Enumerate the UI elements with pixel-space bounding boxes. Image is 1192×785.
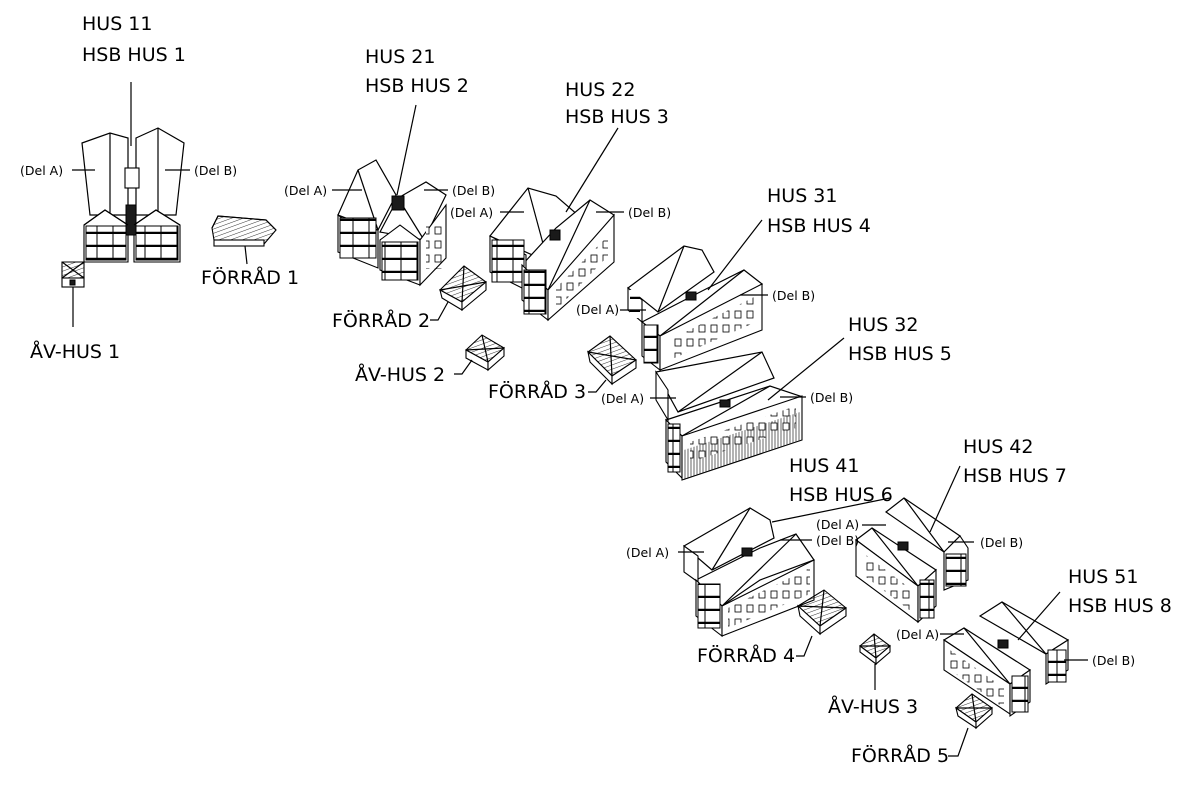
leader-forrad-3	[588, 379, 607, 393]
label-forrad-5: FÖRRÅD 5	[851, 744, 949, 767]
leader-hus-42	[929, 465, 961, 533]
building-av-hus-2	[465, 334, 505, 372]
label-hus-22-del-b: (Del B)	[628, 205, 671, 220]
building-forrad-5	[955, 693, 993, 730]
label-hus-32-line2: HSB HUS 5	[848, 343, 952, 365]
label-av-hus-1: ÅV-HUS 1	[30, 340, 120, 363]
label-hus-41-line1: HUS 41	[789, 455, 859, 477]
label-forrad-4: FÖRRÅD 4	[697, 644, 795, 667]
label-hus-32-line1: HUS 32	[848, 314, 918, 336]
label-hus-22-del-a: (Del A)	[450, 205, 493, 220]
building-hus-32	[655, 351, 803, 481]
label-forrad-3: FÖRRÅD 3	[488, 380, 586, 403]
label-av-hus-2: ÅV-HUS 2	[355, 363, 445, 386]
label-hus-42-del-b: (Del B)	[980, 535, 1023, 550]
building-av-hus-1	[61, 261, 85, 288]
label-hus-51-del-a: (Del A)	[896, 627, 939, 642]
building-forrad-3	[587, 335, 637, 386]
building-forrad-2	[439, 265, 487, 312]
label-hus-11-del-a: (Del A)	[20, 163, 63, 178]
label-forrad-1: FÖRRÅD 1	[201, 266, 299, 289]
building-hus-41	[682, 507, 815, 638]
label-hus-22-line2: HSB HUS 3	[565, 106, 669, 128]
leader-hus-22	[565, 127, 619, 213]
building-hus-31	[627, 245, 764, 372]
label-hus-31-del-b: (Del B)	[772, 288, 815, 303]
label-hus-22-line1: HUS 22	[565, 79, 635, 101]
label-hus-31-line2: HSB HUS 4	[767, 215, 871, 237]
building-forrad-1	[211, 215, 277, 247]
label-av-hus-3: ÅV-HUS 3	[828, 695, 918, 718]
leader-av-hus-2	[454, 359, 473, 375]
label-forrad-2: FÖRRÅD 2	[332, 309, 430, 332]
label-hus-41-line2: HSB HUS 6	[789, 484, 893, 506]
label-hus-51-line1: HUS 51	[1068, 566, 1138, 588]
label-hus-42-line2: HSB HUS 7	[963, 465, 1067, 487]
leader-forrad-1	[244, 245, 248, 265]
leader-hus-41	[771, 497, 891, 523]
building-hus-22	[489, 187, 615, 322]
leader-forrad-5	[948, 727, 969, 757]
leader-hus-21	[396, 104, 417, 196]
leader-forrad-2	[430, 301, 449, 321]
building-hus-21	[337, 159, 447, 287]
leader-hus-51	[1017, 591, 1061, 641]
label-hus-21-line2: HSB HUS 2	[365, 75, 469, 97]
label-hus-21-line1: HUS 21	[365, 46, 435, 68]
building-hus-42	[854, 497, 969, 624]
label-hus-31-del-a: (Del A)	[576, 302, 619, 317]
label-hus-31-line1: HUS 31	[767, 185, 837, 207]
leader-forrad-4	[796, 635, 813, 657]
building-av-hus-3	[859, 633, 891, 666]
building-forrad-4	[797, 589, 847, 636]
leader-hus-32	[767, 337, 845, 401]
label-hus-11-del-b: (Del B)	[194, 163, 237, 178]
label-hus-32-del-b: (Del B)	[810, 390, 853, 405]
label-hus-32-del-a: (Del A)	[601, 391, 644, 406]
label-hus-41-del-a: (Del A)	[626, 545, 669, 560]
label-hus-11-line1: HUS 11	[82, 13, 152, 35]
label-hus-51-del-b: (Del B)	[1092, 653, 1135, 668]
label-hus-42-del-a: (Del A)	[816, 517, 859, 532]
label-hus-11-line2: HSB HUS 1	[82, 44, 186, 66]
label-hus-41-del-b: (Del B)	[816, 533, 859, 548]
label-hus-51-line2: HSB HUS 8	[1068, 595, 1172, 617]
building-hus-11	[81, 127, 185, 263]
label-hus-42-line1: HUS 42	[963, 436, 1033, 458]
label-hus-21-del-b: (Del B)	[452, 183, 495, 198]
leader-hus-31	[707, 219, 763, 291]
label-hus-21-del-a: (Del A)	[284, 183, 327, 198]
building-hus-51	[942, 601, 1070, 718]
